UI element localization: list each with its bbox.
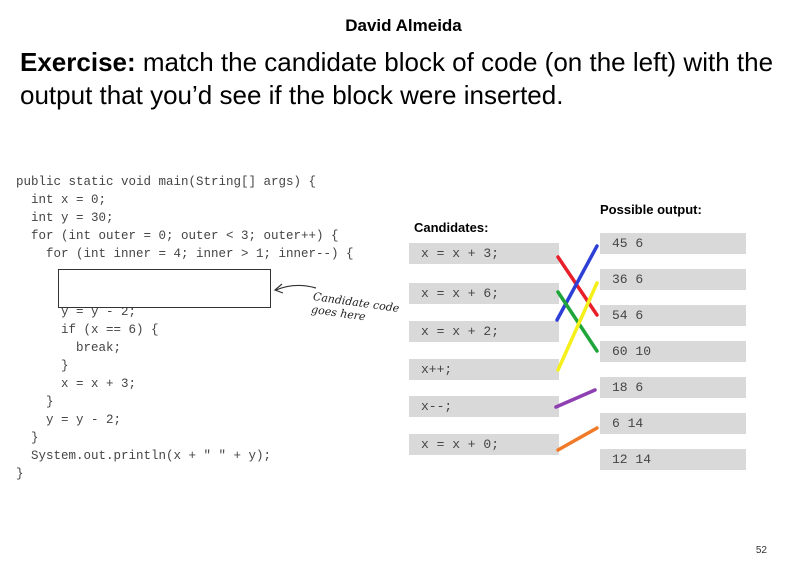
code-line: y = y - 2; <box>16 305 137 319</box>
output-item[interactable]: 12 14 <box>600 449 746 470</box>
output-item[interactable]: 6 14 <box>600 413 746 434</box>
candidate-item[interactable]: x = x + 0; <box>409 434 559 455</box>
code-line: break; <box>16 341 122 355</box>
output-item[interactable]: 45 6 <box>600 233 746 254</box>
output-item[interactable]: 54 6 <box>600 305 746 326</box>
code-line: } <box>16 395 54 409</box>
code-line: if (x == 6) { <box>16 323 159 337</box>
output-item[interactable]: 36 6 <box>600 269 746 290</box>
candidate-item[interactable]: x = x + 3; <box>409 243 559 264</box>
candidates-title: Candidates: <box>414 220 489 235</box>
exercise-instructions: Exercise: match the candidate block of c… <box>20 46 780 112</box>
candidate-item[interactable]: x = x + 2; <box>409 321 559 342</box>
code-line: y = y - 2; <box>16 413 122 427</box>
code-line: } <box>16 467 24 481</box>
code-line: int x = 0; <box>16 193 107 207</box>
outputs-title: Possible output: <box>600 202 702 217</box>
exercise-label: Exercise: <box>20 47 136 77</box>
code-line: x = x + 3; <box>16 377 137 391</box>
output-item[interactable]: 60 10 <box>600 341 746 362</box>
page-number: 52 <box>755 545 767 556</box>
candidate-placeholder-box <box>58 269 271 308</box>
code-line: } <box>16 431 39 445</box>
code-line: public static void main(String[] args) { <box>16 175 317 189</box>
match-line-blue <box>555 244 599 322</box>
code-line: for (int outer = 0; outer < 3; outer++) … <box>16 229 339 243</box>
exercise-text: match the candidate block of code (on th… <box>20 47 774 110</box>
match-line-orange <box>556 426 599 452</box>
match-line-red <box>556 255 599 317</box>
candidate-item[interactable]: x--; <box>409 396 559 417</box>
author-name: David Almeida <box>345 16 462 35</box>
match-line-green <box>556 290 599 353</box>
arrow-left-icon <box>273 283 317 294</box>
match-line-yellow <box>556 281 599 372</box>
code-line: int y = 30; <box>16 211 114 225</box>
candidate-item[interactable]: x = x + 6; <box>409 283 559 304</box>
code-line: System.out.println(x + " " + y); <box>16 449 272 463</box>
code-line: } <box>16 359 69 373</box>
candidate-item[interactable]: x++; <box>409 359 559 380</box>
output-item[interactable]: 18 6 <box>600 377 746 398</box>
code-line: for (int inner = 4; inner > 1; inner--) … <box>16 247 354 261</box>
match-line-purple <box>554 388 597 409</box>
